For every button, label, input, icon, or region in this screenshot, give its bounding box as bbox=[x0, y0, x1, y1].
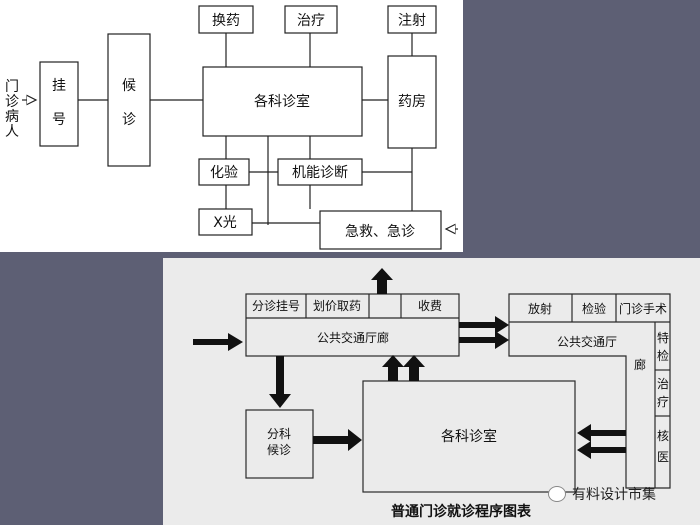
special-exam-char-2: 检 bbox=[657, 348, 669, 363]
registration-room: 分诊挂号 bbox=[252, 299, 300, 313]
cashier-room: 收费 bbox=[418, 299, 442, 313]
therapy-char-2: 疗 bbox=[657, 395, 669, 409]
special-exam-char-1: 特 bbox=[657, 330, 669, 345]
dept-waiting-char-34: 候诊 bbox=[267, 443, 291, 457]
nuclear-char-2: 医 bbox=[657, 450, 669, 464]
register-box-char-1: 挂 bbox=[52, 78, 66, 94]
change-dressing-box: 换药 bbox=[212, 12, 240, 29]
lab-test-box: 化验 bbox=[210, 165, 238, 181]
entry-label-char-1: 门 bbox=[5, 79, 19, 95]
outpatient-flow-chart: 门 诊 病 人 挂 号 候 诊 药房 各科诊室 换药 治疗 注射 化验 机能诊断… bbox=[0, 0, 463, 252]
public-corridor-right-end: 廊 bbox=[634, 357, 646, 372]
outpatient-surgery-room: 门诊手术 bbox=[619, 301, 667, 316]
xray-box: X光 bbox=[213, 215, 237, 231]
entry-label-char-2: 诊 bbox=[5, 94, 19, 110]
dept-rooms-box: 各科诊室 bbox=[254, 93, 310, 110]
entry-label-char-3: 病 bbox=[5, 109, 19, 125]
register-box-char-2: 号 bbox=[52, 112, 66, 128]
waiting-box-char-1: 候 bbox=[122, 78, 136, 94]
injection-box: 注射 bbox=[398, 13, 426, 29]
pharmacy-box: 药房 bbox=[398, 94, 426, 110]
waiting-box-char-2: 诊 bbox=[122, 112, 136, 128]
wechat-icon bbox=[548, 486, 566, 502]
pricing-pharmacy-room: 划价取药 bbox=[313, 299, 361, 313]
outpatient-flow-svg: 门 诊 病 人 挂 号 候 诊 药房 各科诊室 换药 治疗 注射 化验 机能诊断… bbox=[5, 5, 458, 250]
nuclear-char-1: 核 bbox=[657, 429, 669, 443]
function-diagnosis-box: 机能诊断 bbox=[292, 165, 348, 181]
public-corridor-left: 公共交通厅廊 bbox=[317, 330, 389, 345]
watermark: 有料设计市集 bbox=[548, 484, 656, 504]
emergency-box: 急救、急诊 bbox=[345, 224, 415, 240]
treatment-box: 治疗 bbox=[297, 13, 325, 29]
watermark-text: 有料设计市集 bbox=[572, 487, 656, 503]
procedure-chart-svg: 分诊挂号 划价取药 收费 公共交通厅廊 放射 检验 门诊手术 公共交通厅 廊 特… bbox=[193, 268, 671, 520]
dept-waiting-char-12: 分科 bbox=[267, 427, 291, 441]
entry-label-char-4: 人 bbox=[5, 124, 19, 140]
public-corridor-right: 公共交通厅 bbox=[557, 334, 617, 349]
dept-consult-rooms: 各科诊室 bbox=[441, 428, 497, 445]
therapy-char-1: 治 bbox=[657, 377, 669, 391]
radiology-room: 放射 bbox=[528, 301, 552, 316]
outpatient-procedure-chart: 分诊挂号 划价取药 收费 公共交通厅廊 放射 检验 门诊手术 公共交通厅 廊 特… bbox=[163, 258, 700, 525]
lab-exam-room: 检验 bbox=[582, 301, 606, 316]
chart-caption: 普通门诊就诊程序图表 bbox=[391, 503, 532, 520]
